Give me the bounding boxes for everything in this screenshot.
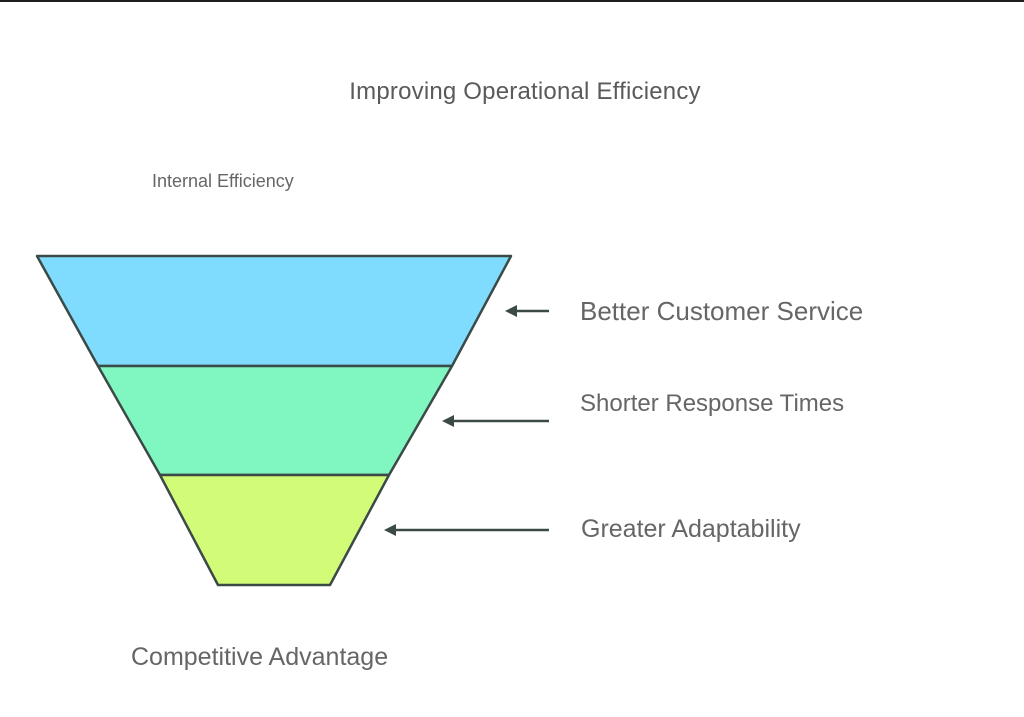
arrow-layer-2 (442, 415, 549, 427)
layer-label-3: Greater Adaptability (581, 515, 801, 543)
funnel-top-label: Internal Efficiency (152, 171, 294, 191)
funnel-bottom-label: Competitive Advantage (131, 643, 389, 671)
arrow-layer-3 (384, 524, 549, 536)
top-divider (0, 0, 1024, 2)
layer-label-2: Shorter Response Times (580, 390, 845, 417)
layer-label-1: Better Customer Service (580, 296, 864, 326)
funnel-layer-3 (158, 473, 391, 587)
arrow-layer-1 (505, 305, 549, 317)
funnel-layer-1 (35, 254, 513, 368)
funnel-layer-2 (96, 364, 454, 477)
diagram-title: Improving Operational Efficiency (349, 78, 701, 105)
